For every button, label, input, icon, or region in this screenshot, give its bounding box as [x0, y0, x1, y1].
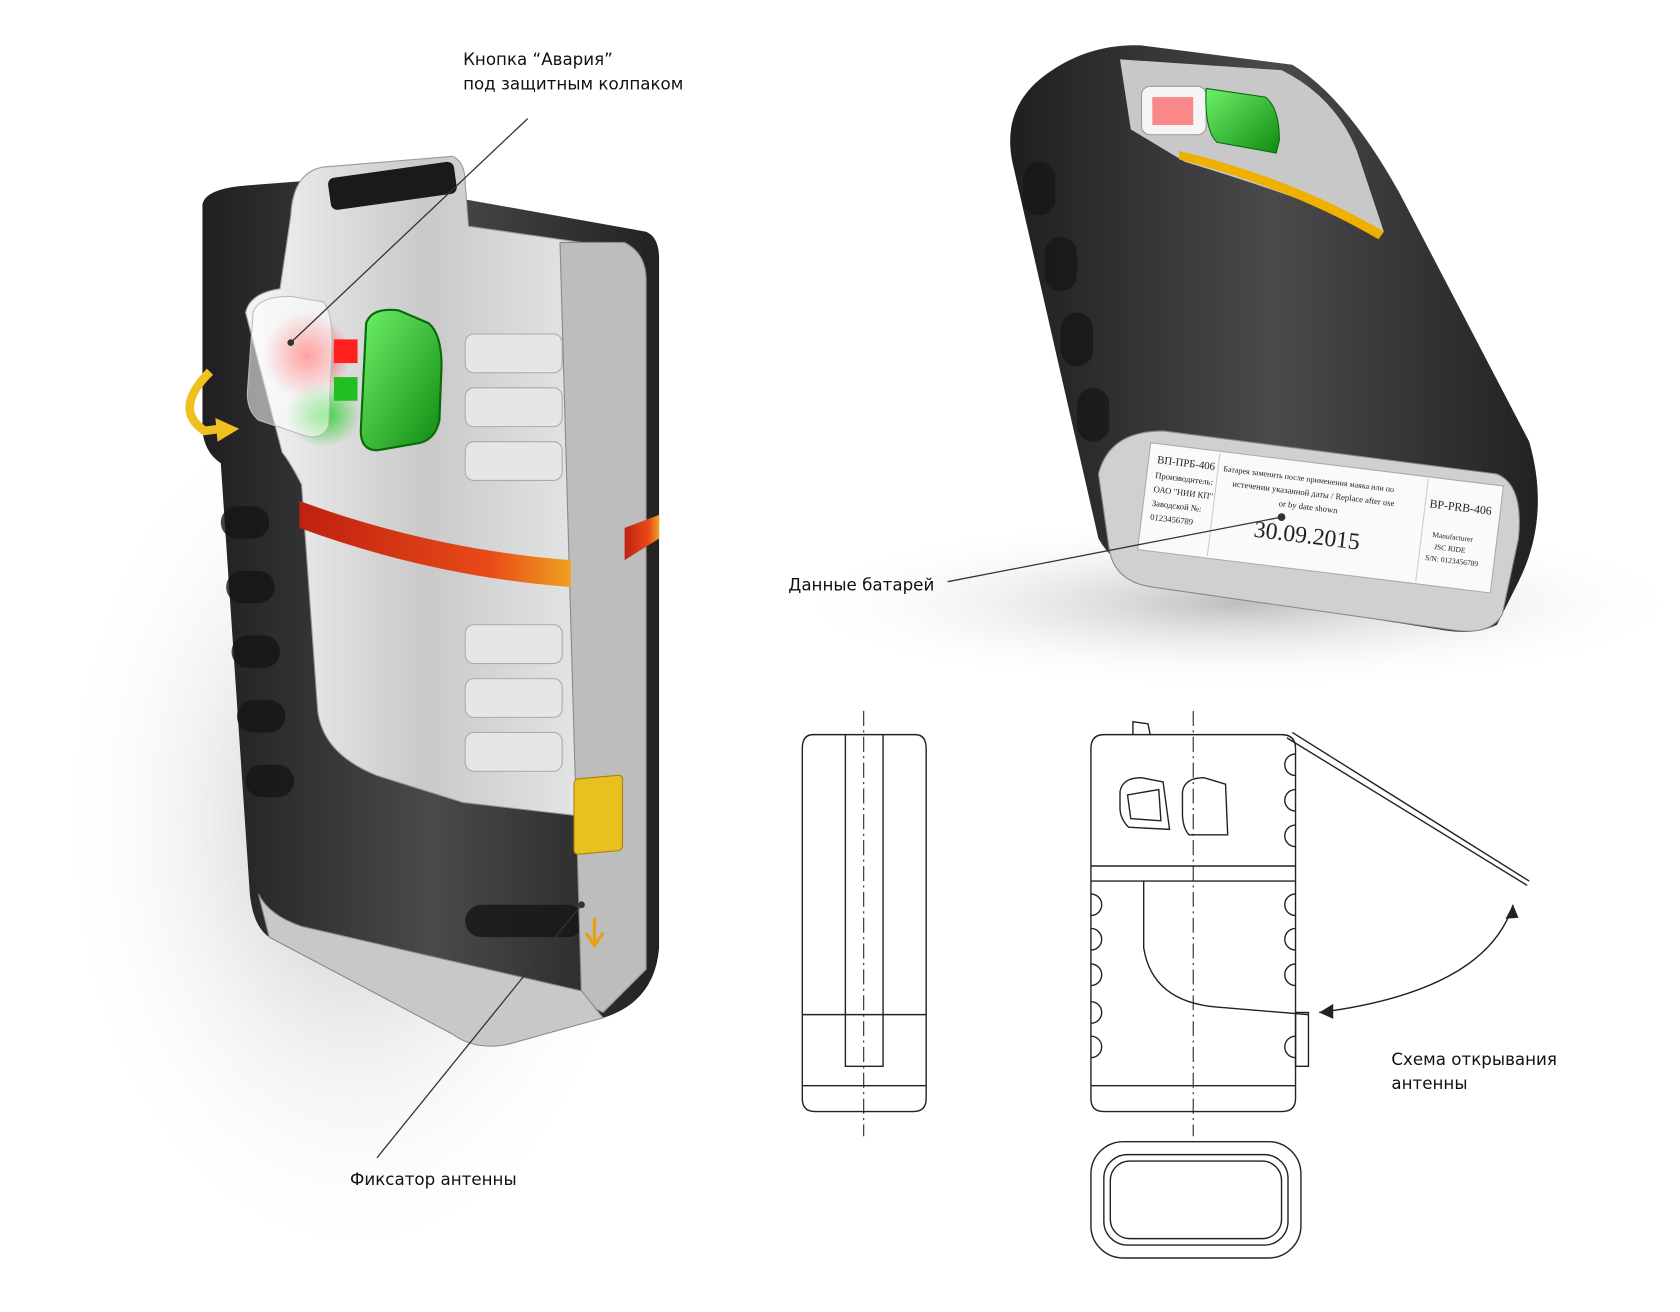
side-ribs — [464, 333, 563, 772]
annotation-antenna-scheme-line2: антенны — [1391, 1074, 1467, 1093]
label-company-en: JSC RIDE — [1434, 542, 1467, 555]
rotate-arrow-icon — [185, 368, 222, 436]
annotation-alarm-button-line1: Кнопка “Авария” — [463, 50, 613, 69]
annotation-battery-data: Данные батарей — [788, 575, 934, 594]
down-arrow-icon — [584, 917, 605, 949]
orange-stripe — [299, 500, 571, 588]
annotation-antenna-scheme-line1: Схема открывания — [1391, 1050, 1557, 1069]
device-bottom-view-render: ВП-ПРБ-406 Производитель: ОАО "НИИ КП" З… — [786, 45, 1680, 690]
yellow-stripe — [1179, 150, 1384, 240]
rib-bumps — [1090, 753, 1296, 1059]
annotation-alarm-button-line2: под защитным колпаком — [463, 75, 683, 94]
green-indicator — [333, 377, 358, 401]
antenna-line — [1286, 731, 1530, 886]
green-button-top — [1205, 87, 1280, 154]
bottom-view-drawing — [1090, 1140, 1302, 1259]
bottom-cap — [257, 893, 605, 1047]
battery-label: ВП-ПРБ-406 Производитель: ОАО "НИИ КП" З… — [1136, 442, 1505, 594]
front-view-drawing — [1090, 710, 1530, 1137]
device-front-view-render — [53, 155, 660, 1271]
antenna-latch — [573, 774, 623, 855]
grip-ribs — [220, 506, 584, 938]
green-button[interactable] — [359, 308, 443, 452]
annotation-antenna-lock: Фиксатор антенны — [350, 1170, 517, 1189]
side-view-drawing — [801, 710, 927, 1137]
leader-lines — [287, 118, 1286, 1159]
opening-arc-arrow — [1319, 904, 1514, 1014]
red-indicator — [333, 339, 358, 364]
top-handle-slot — [328, 161, 457, 210]
alarm-button-cover — [246, 295, 333, 438]
